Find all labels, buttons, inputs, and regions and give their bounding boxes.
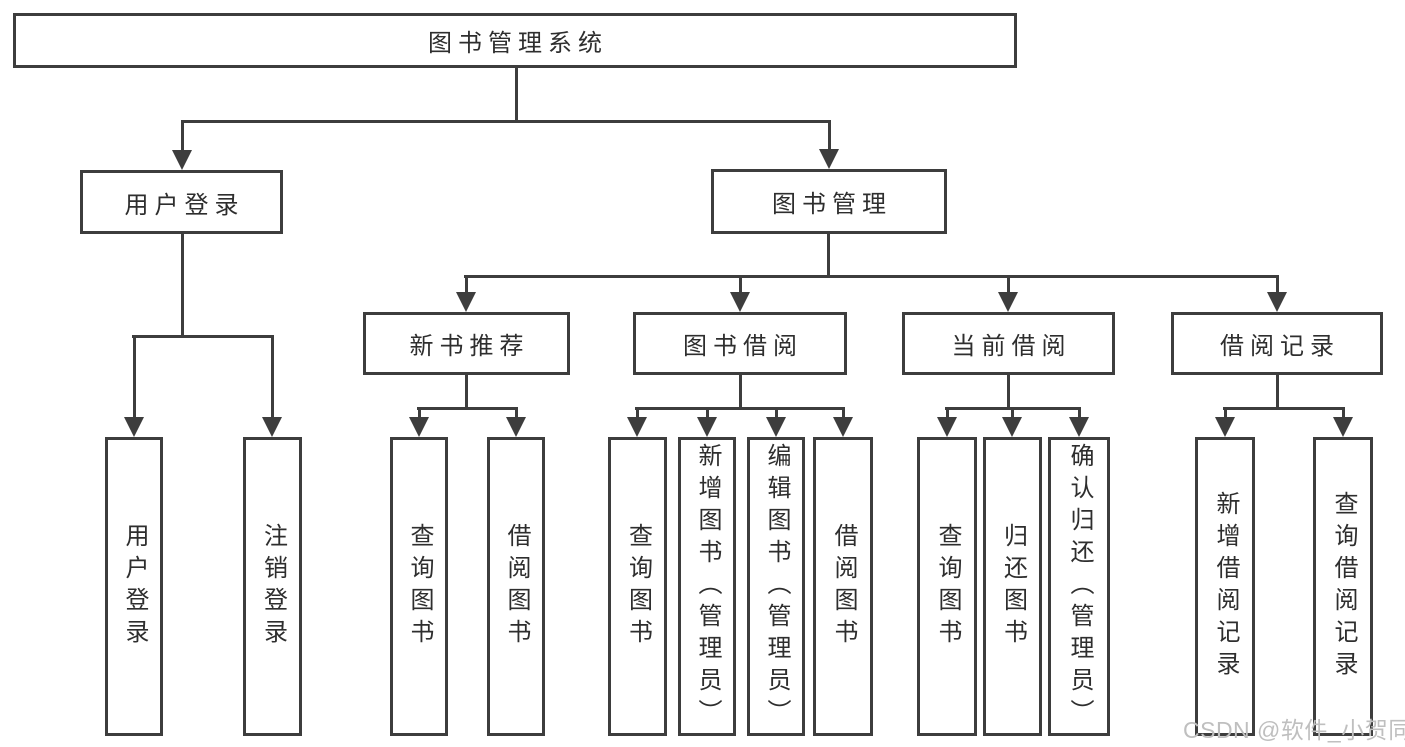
- connector-bus-level2: [181, 120, 830, 123]
- node-borrowing-records: 借阅记录: [1171, 312, 1383, 375]
- arrow-to-leaf-confirm-return: [1069, 407, 1089, 437]
- leaf-return-book: 归还图书: [983, 437, 1042, 736]
- arrow-to-leaf-user-login: [124, 335, 144, 437]
- leaf-add-book-admin: 新增图书（管理员）: [678, 437, 736, 736]
- connector-bus-user-login-children: [132, 335, 274, 338]
- arrow-to-leaf-borrow-books-1: [506, 407, 526, 437]
- leaf-query-books-3: 查询图书: [917, 437, 977, 736]
- arrow-to-user-login: [172, 120, 192, 170]
- arrow-to-leaf-return-book: [1002, 407, 1022, 437]
- leaf-query-books-2: 查询图书: [608, 437, 667, 736]
- connector-stub-book-borrowing: [739, 375, 742, 410]
- node-user-login: 用户登录: [80, 170, 283, 234]
- connector-bus-level3: [464, 275, 1279, 278]
- arrow-to-leaf-query-borrow-record: [1333, 407, 1353, 437]
- arrow-to-leaf-add-borrow-record: [1215, 407, 1235, 437]
- arrow-to-leaf-query-books-3: [937, 407, 957, 437]
- connector-bus-book-borrowing-children: [635, 407, 845, 410]
- arrow-to-book-borrowing: [730, 275, 750, 312]
- connector-stub-current-borrowing: [1007, 375, 1010, 410]
- connector-stub-user-login: [181, 234, 184, 338]
- arrow-to-leaf-add-book: [697, 407, 717, 437]
- connector-stub-borrowing-records: [1276, 375, 1279, 410]
- arrow-to-new-book-recommend: [456, 275, 476, 312]
- node-book-management: 图书管理: [711, 169, 947, 234]
- node-book-borrowing: 图书借阅: [633, 312, 847, 375]
- arrow-to-leaf-query-books-1: [409, 407, 429, 437]
- node-current-borrowing: 当前借阅: [902, 312, 1115, 375]
- leaf-add-borrow-record: 新增借阅记录: [1195, 437, 1255, 736]
- leaf-query-books-1: 查询图书: [390, 437, 448, 736]
- connector-bus-borrowing-records-children: [1223, 407, 1345, 410]
- leaf-edit-book-admin: 编辑图书（管理员）: [747, 437, 805, 736]
- leaf-borrow-books-1: 借阅图书: [487, 437, 545, 736]
- node-root: 图书管理系统: [13, 13, 1017, 68]
- leaf-user-login: 用户登录: [105, 437, 163, 736]
- arrow-to-book-management: [819, 120, 839, 169]
- arrow-to-leaf-edit-book: [766, 407, 786, 437]
- arrow-to-current-borrowing: [998, 275, 1018, 312]
- arrow-to-leaf-query-books-2: [627, 407, 647, 437]
- csdn-watermark: CSDN @软件_小贺同学: [1183, 717, 1405, 743]
- connector-stub-new-book-recommend: [465, 375, 468, 410]
- leaf-confirm-return-admin: 确认归还（管理员）: [1048, 437, 1110, 736]
- connector-stub-root: [515, 68, 518, 122]
- leaf-logout: 注销登录: [243, 437, 302, 736]
- arrow-to-leaf-borrow-books-2: [833, 407, 853, 437]
- leaf-query-borrow-record: 查询借阅记录: [1313, 437, 1373, 736]
- leaf-borrow-books-2: 借阅图书: [813, 437, 873, 736]
- arrow-to-borrowing-records: [1267, 275, 1287, 312]
- arrow-to-leaf-logout: [262, 335, 282, 437]
- connector-stub-book-management: [827, 233, 830, 278]
- node-new-book-recommend: 新书推荐: [363, 312, 570, 375]
- connector-bus-new-book-children: [417, 407, 518, 410]
